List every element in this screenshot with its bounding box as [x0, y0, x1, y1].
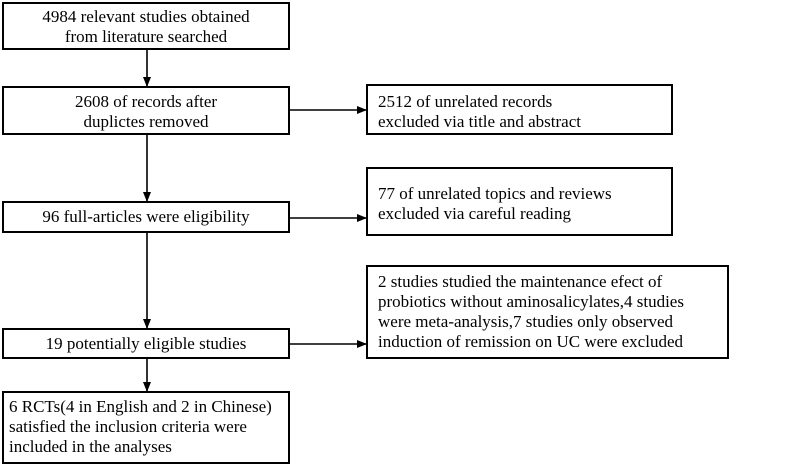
box-text-line: duplictes removed: [83, 112, 209, 131]
box-text-line: from literature searched: [64, 27, 228, 46]
box-excluded-title-abstract: 2512 of unrelated records excluded via t…: [366, 84, 673, 135]
box-included: 6 RCTs(4 in English and 2 in Chinese) sa…: [2, 391, 290, 464]
box-text-line: induction of remission on UC were exclud…: [378, 332, 683, 351]
box-text-line: 77 of unrelated topics and reviews: [378, 184, 612, 203]
box-text-line: were meta-analysis,7 studies only observ…: [378, 312, 674, 331]
box-excluded-careful-reading: 77 of unrelated topics and reviews exclu…: [366, 167, 673, 236]
box-text-line: 2608 of records after: [74, 92, 218, 111]
box-text-line: 2512 of unrelated records: [378, 92, 553, 111]
box-text-line: 4984 relevant studies obtained: [42, 7, 250, 26]
box-records-identified: 4984 relevant studies obtained from lite…: [2, 2, 290, 50]
box-text-line: excluded via careful reading: [378, 204, 572, 223]
box-text-line: 19 potentially eligible studies: [45, 334, 247, 353]
box-text-line: 96 full-articles were eligibility: [42, 207, 250, 226]
box-full-articles: 96 full-articles were eligibility: [2, 201, 290, 233]
box-text-line: included in the analyses: [9, 437, 172, 456]
box-text-line: 2 studies studied the maintenance efect …: [378, 272, 663, 291]
box-text-line: probiotics without aminosalicylates,4 st…: [378, 292, 684, 311]
box-text-line: excluded via title and abstract: [378, 112, 581, 131]
box-after-duplicates: 2608 of records after duplictes removed: [2, 86, 290, 135]
box-potentially-eligible: 19 potentially eligible studies: [2, 328, 290, 359]
box-excluded-other-reasons: 2 studies studied the maintenance efect …: [366, 265, 729, 359]
box-text-line: satisfied the inclusion criteria were: [9, 417, 247, 436]
box-text-line: 6 RCTs(4 in English and 2 in Chinese): [9, 397, 272, 416]
